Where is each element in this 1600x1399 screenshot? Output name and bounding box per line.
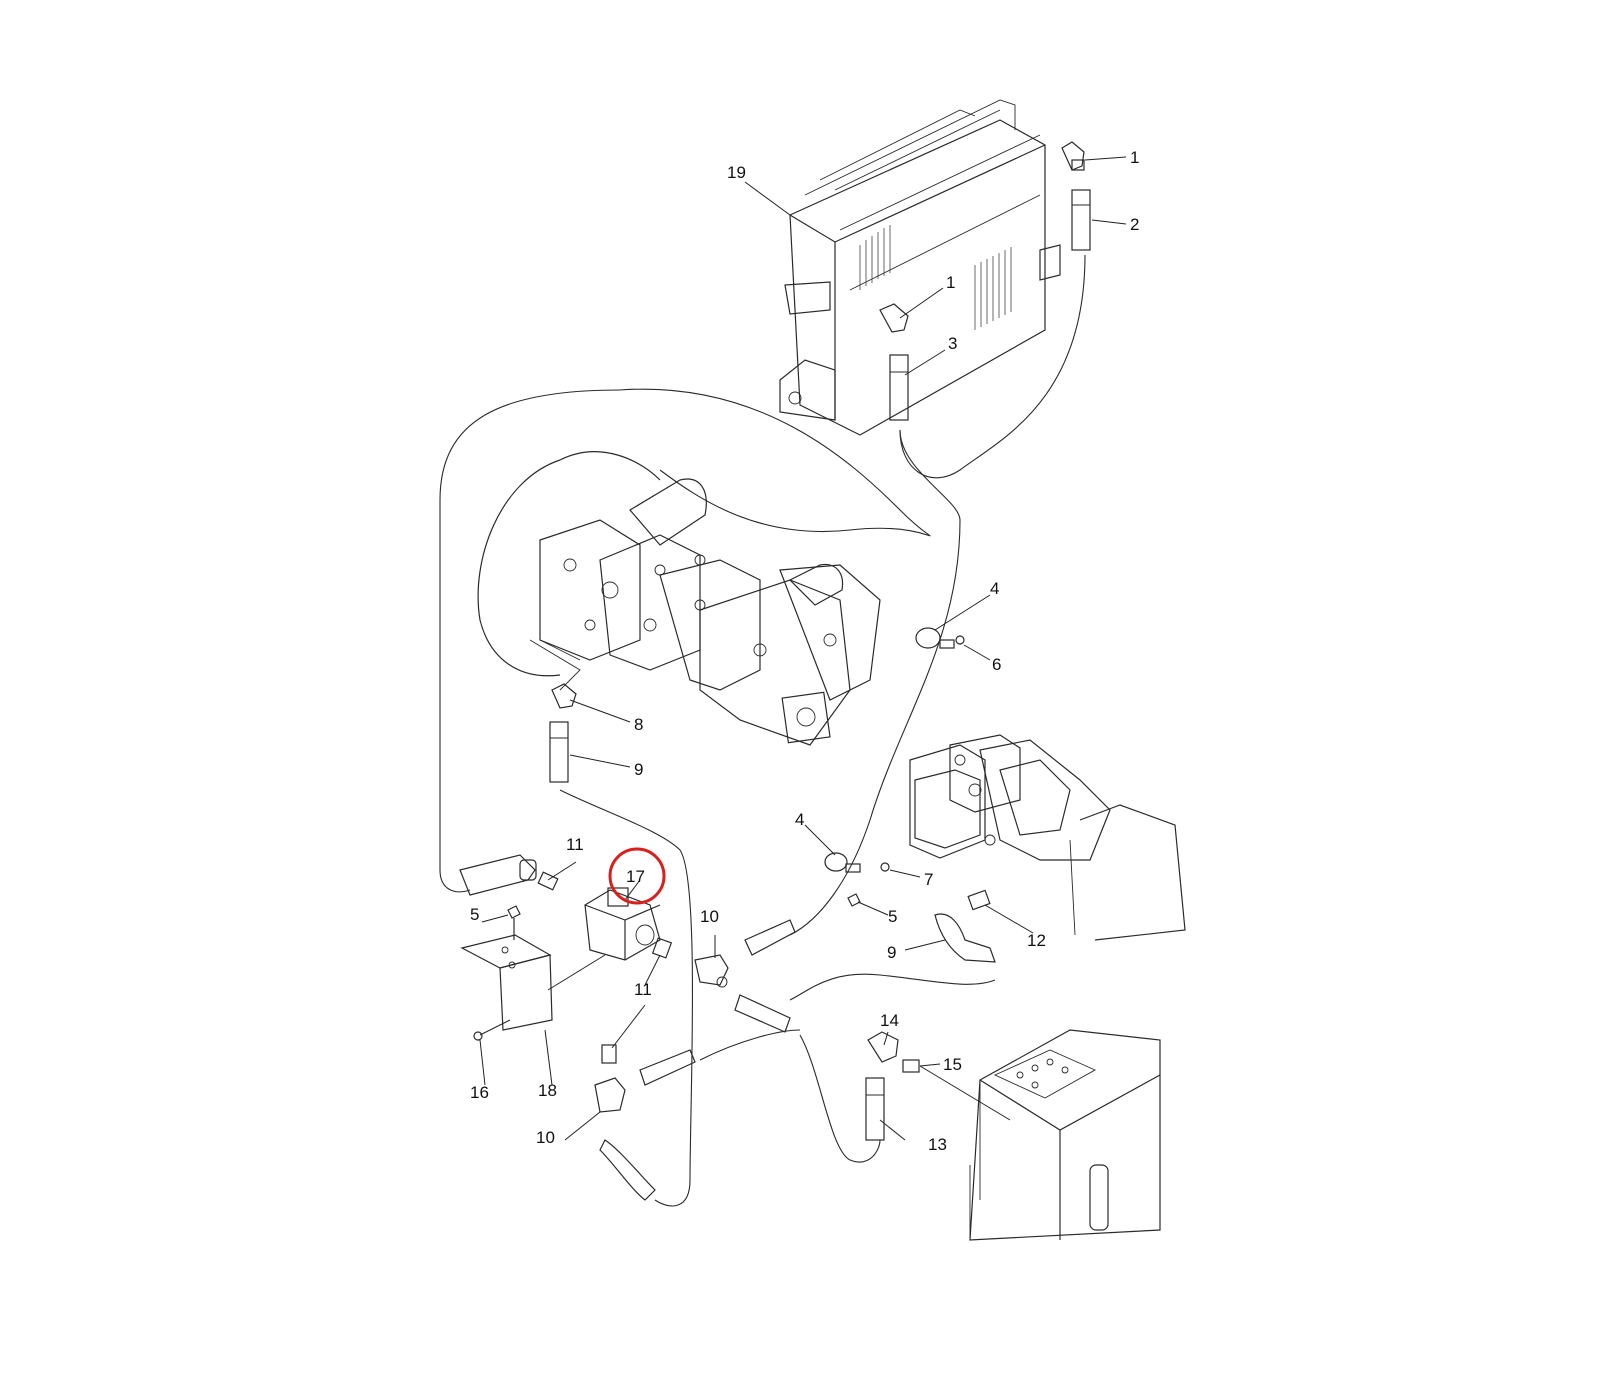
control-valve-block: [909, 734, 1186, 941]
hydraulic-hoses: [439, 254, 1086, 1207]
callout-8: 8: [634, 715, 643, 734]
connector-15: [902, 1059, 920, 1073]
connector-12: [967, 889, 991, 911]
bolt-6: [955, 635, 965, 645]
callout-10-upper: 10: [700, 907, 719, 926]
highlight-circle-callout-17: [608, 847, 666, 905]
cooler-fin-hatching-left: [859, 225, 891, 290]
elbow-hose-9-right: [934, 913, 996, 963]
bracket-18: [460, 934, 553, 1031]
hose-end-9: [549, 721, 569, 783]
bolt-7: [880, 862, 890, 872]
tee-fitting-10-lower: [594, 1077, 626, 1113]
main-hydraulic-pump: [477, 451, 881, 746]
callout-14: 14: [880, 1011, 899, 1030]
callout-12: 12: [1027, 931, 1046, 950]
callout-15: 15: [943, 1055, 962, 1074]
callout-13: 13: [928, 1135, 947, 1154]
callout-18: 18: [538, 1081, 557, 1100]
hose-elbow-left: [459, 854, 537, 896]
connector-11-upper: [537, 871, 559, 891]
hose-end-mid: [889, 354, 909, 421]
callout-3: 3: [948, 334, 957, 353]
callout-7: 7: [924, 870, 933, 889]
callout-11-lower: 11: [634, 980, 652, 999]
callout-11-upper: 11: [566, 835, 584, 854]
leader-lines: [479, 156, 1127, 1141]
callout-9-right: 9: [887, 943, 896, 962]
elbow-fitting-top: [1061, 141, 1085, 171]
elbow-14: [867, 1031, 899, 1063]
callout-2: 2: [1130, 215, 1139, 234]
callout-19: 19: [727, 163, 746, 182]
callout-16: 16: [470, 1083, 489, 1102]
callout-9-left: 9: [634, 760, 643, 779]
callout-5-left: 5: [470, 905, 479, 924]
callout-6: 6: [992, 655, 1001, 674]
cooler-fin-hatching-right: [974, 247, 1012, 330]
bolt-16: [473, 1019, 511, 1041]
hose-end-upper-right: [1071, 189, 1091, 251]
bolt-5-right: [847, 893, 861, 907]
elbow-fitting-8: [551, 683, 577, 709]
callout-labels: 1 2 19 1 3 4 6 8 9 4 7 5 12 9 14 15 13 1…: [470, 148, 1139, 1154]
callout-1-mid: 1: [946, 273, 955, 292]
tee-fitting-10-upper: [694, 954, 729, 988]
callout-4-upper: 4: [990, 579, 999, 598]
callout-1-top: 1: [1130, 148, 1139, 167]
callout-5-right: 5: [888, 907, 897, 926]
clamp-4-lower: [824, 852, 861, 873]
callout-4-lower: 4: [795, 810, 804, 829]
callout-10-lower: 10: [536, 1128, 555, 1147]
hydraulic-tank: [969, 1029, 1161, 1241]
valve-17: [584, 887, 661, 961]
elbow-fitting-mid: [879, 303, 909, 333]
oil-cooler: [779, 99, 1061, 436]
bolt-5-left: [507, 905, 521, 940]
hose-segments: [599, 919, 796, 1201]
clamp-4-upper: [915, 627, 955, 649]
hose-end-13: [865, 1077, 885, 1141]
callout-17: 17: [626, 867, 645, 886]
